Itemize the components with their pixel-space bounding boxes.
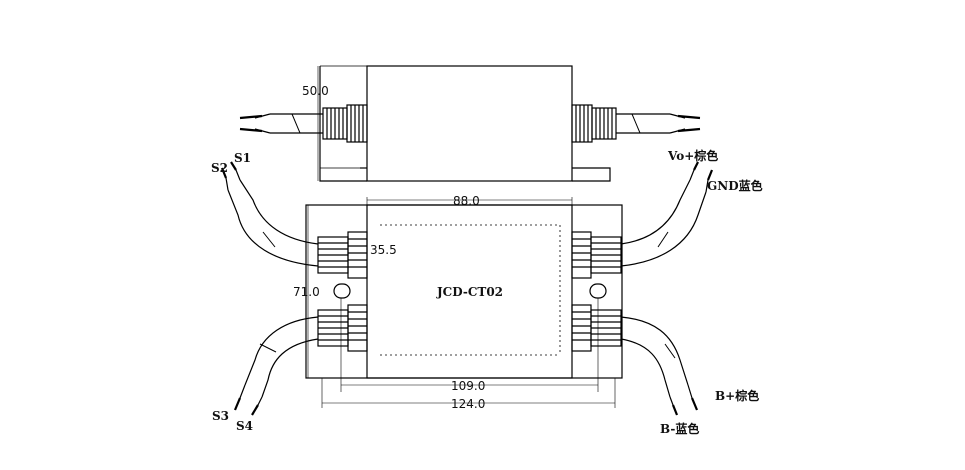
label-gnd: GND蓝色 (707, 178, 763, 193)
label-s2: S2 (211, 161, 228, 175)
cable-vout-gnd (620, 161, 714, 267)
model-label: JCD-CT02 (436, 285, 503, 299)
gland-upper-left (317, 231, 368, 279)
top-view-body (366, 204, 573, 379)
top-view (220, 161, 714, 416)
side-view-flange-left (319, 66, 367, 182)
side-view (239, 65, 701, 182)
side-view-body (366, 65, 573, 182)
label-vout: Vo+棕色 (667, 148, 718, 163)
label-s3: S3 (212, 409, 229, 423)
mount-slot-right (589, 283, 607, 299)
label-bplus: B+棕色 (715, 388, 759, 403)
side-view-flange-right (572, 167, 611, 182)
side-gland-left (239, 104, 368, 143)
cable-s3-s4 (233, 316, 319, 416)
gland-lower-left (317, 304, 368, 352)
label-s4: S4 (236, 419, 253, 433)
dim-total-width: 124.0 (451, 397, 485, 411)
dim-hole-spacing: 109.0 (451, 379, 485, 393)
dim-inner-width: 88.0 (453, 194, 480, 208)
dim-offset: 35.5 (370, 243, 397, 257)
label-bminus: B-蓝色 (660, 421, 699, 436)
side-gland-right (571, 104, 701, 143)
gland-lower-right (571, 304, 622, 352)
dim-height: 50.0 (302, 84, 329, 98)
dim-total-height: 71.0 (293, 285, 320, 299)
label-s1: S1 (234, 151, 251, 165)
mount-slot-left (333, 283, 351, 299)
cable-bplus-bminus (620, 316, 699, 416)
cable-s1-s2 (220, 161, 319, 267)
gland-upper-right (571, 231, 622, 279)
